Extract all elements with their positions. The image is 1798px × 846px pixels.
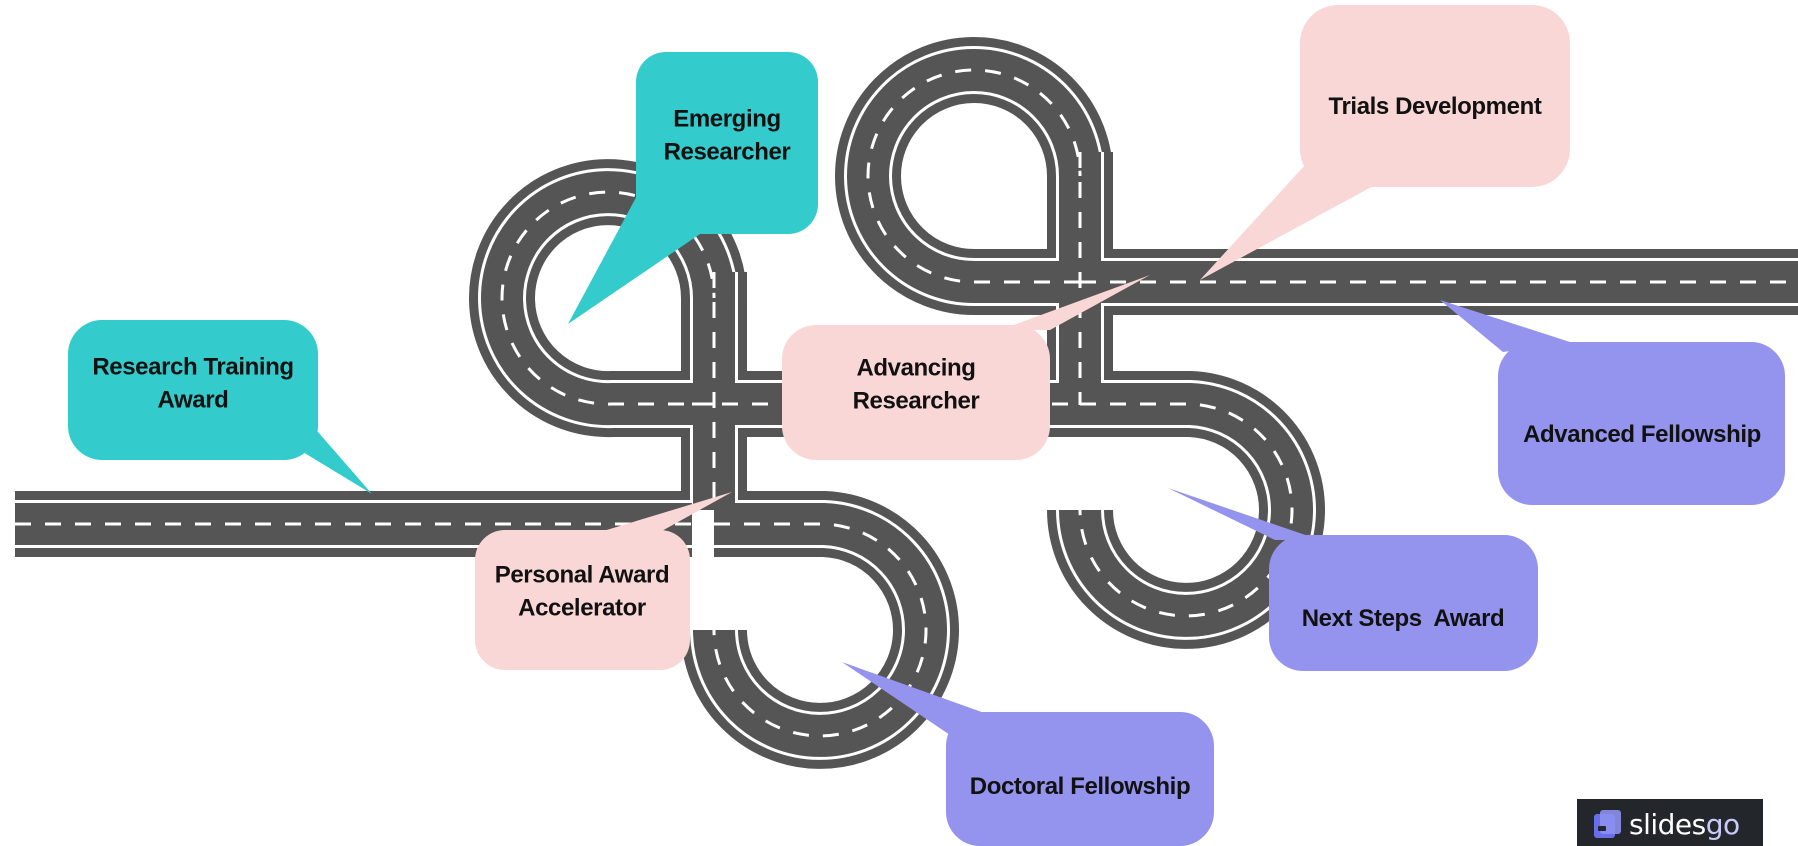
callout-pointer [1440, 300, 1570, 352]
callout-pointer [842, 662, 990, 735]
callout-doctoral-fellowship: Doctoral Fellowship [842, 662, 1214, 846]
callout-label: Advanced Fellowship [1523, 421, 1761, 448]
svg-text:slidesgo: slidesgo [1629, 808, 1740, 841]
brand-name-tail: go [1706, 808, 1740, 841]
callout-bubble [68, 320, 318, 460]
callout-next-steps-award: Next Steps Award [1168, 488, 1538, 671]
callout-bubble [782, 325, 1050, 460]
callout-bubble [946, 712, 1214, 846]
callout-label-line: Researcher [853, 388, 980, 415]
callout-bubble [1498, 342, 1785, 505]
callout-label-line: Award [158, 387, 229, 414]
callout-label-line: Trials Development [1329, 93, 1542, 120]
brand-name-main: slides [1629, 808, 1706, 841]
callout-label-line: Research Training [92, 354, 293, 381]
callout-label-line: Advanced Fellowship [1523, 421, 1761, 448]
callout-label-line: Advancing [856, 355, 975, 382]
road-loop-personal [693, 503, 947, 757]
callout-bubble [475, 530, 690, 670]
callout-trials-development: Trials Development [1200, 5, 1570, 280]
slidesgo-logo-icon [1594, 810, 1621, 838]
callout-label-line: Personal Award [495, 562, 669, 589]
callout-advanced-fellowship: Advanced Fellowship [1440, 300, 1785, 505]
callout-label: Doctoral Fellowship [970, 773, 1190, 800]
road-loop-nextsteps [1059, 383, 1313, 637]
road-loop-trials-lane-marking [866, 68, 1082, 284]
callout-bubble [1300, 5, 1570, 187]
callout-pointer [1000, 275, 1150, 330]
brand-badge: slidesgo [1577, 799, 1763, 846]
callout-pointer [1168, 488, 1320, 540]
callout-label-line: Researcher [664, 139, 791, 166]
callout-label: Trials Development [1329, 93, 1542, 120]
callout-label-line: Accelerator [518, 595, 646, 622]
callout-label-line: Doctoral Fellowship [970, 773, 1190, 800]
callout-label: Next Steps Award [1302, 605, 1505, 632]
callout-pointer [1200, 165, 1375, 280]
callout-bubble [1269, 535, 1538, 671]
callout-pointer [600, 492, 732, 532]
callout-bubble [636, 52, 818, 234]
callout-label-line: Next Steps Award [1302, 605, 1505, 632]
callout-label-line: Emerging [673, 106, 780, 133]
